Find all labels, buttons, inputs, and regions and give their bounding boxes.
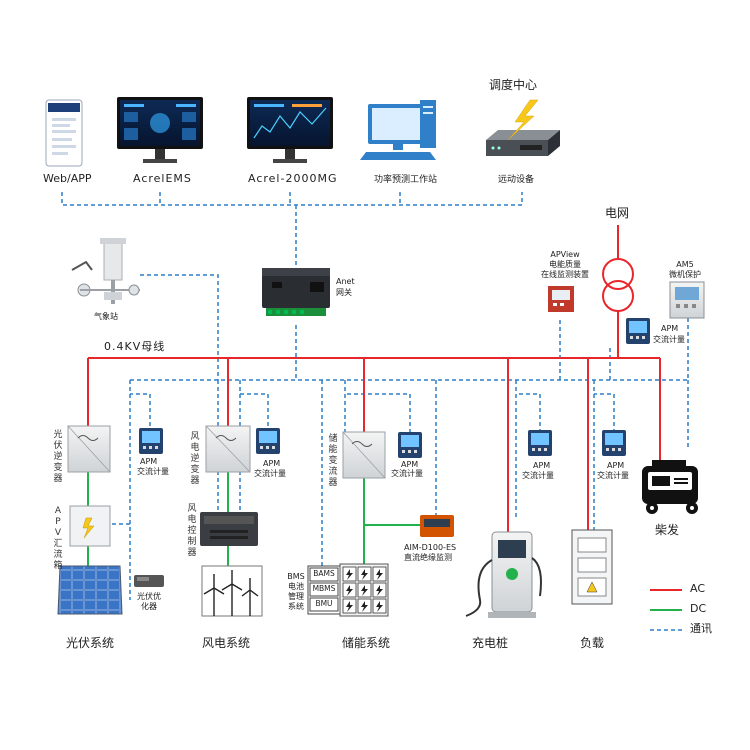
storage-pcs-label: 储能变流器 <box>328 434 338 488</box>
mbms-label: MBMS <box>312 584 336 593</box>
pv-panel-icon <box>57 565 123 615</box>
wind-inverter-icon <box>205 425 251 473</box>
gateway-device-icon <box>262 268 330 316</box>
aim-label-1: AIM-D100-ES <box>404 543 457 552</box>
apview-label-1: APView <box>550 250 580 259</box>
apm-wind-label: APM <box>263 459 281 468</box>
load-label: 负载 <box>580 636 605 650</box>
ac-meter-load-label: 交流计量 <box>597 471 629 480</box>
charging-pile-icon <box>465 531 542 618</box>
telecontrol-label: 远动设备 <box>498 175 535 185</box>
dc-lines <box>87 472 420 566</box>
apm-pv-label: APM <box>140 457 158 466</box>
ac-meter-storage-label: 交流计量 <box>391 469 423 478</box>
forecast-workstation-label: 功率预测工作站 <box>374 175 438 185</box>
workstation-computer-icon <box>360 100 436 160</box>
dispatch-center-label: 调度中心 <box>489 78 538 92</box>
apm-meter-charger-icon <box>528 430 552 456</box>
acrelems-label: AcrelEMS <box>133 172 192 185</box>
aim-label-2: 直流绝缘监测 <box>404 553 452 562</box>
pv-optimizer-label: 光伏优化器 <box>137 592 161 611</box>
wind-inverter-label: 风电逆变器 <box>190 432 200 486</box>
apm-load-label: APM <box>607 461 625 470</box>
telecontrol-device-icon <box>486 130 560 156</box>
lightning-icon <box>507 99 539 141</box>
diesel-label: 柴发 <box>655 523 680 537</box>
acrel2000mg-label: Acrel-2000MG <box>248 172 338 185</box>
legend-ac-label: AC <box>690 582 706 595</box>
pv-inverter-label: 光伏逆变器 <box>53 430 63 484</box>
gateway-label-2: 网关 <box>336 288 352 297</box>
grid-label: 电网 <box>605 206 630 220</box>
pv-inverter-icon <box>67 425 111 473</box>
ac-meter-charger-label: 交流计量 <box>522 471 554 480</box>
bms-title-label: BMS电池管理系统 <box>287 572 305 611</box>
wind-controller-icon <box>200 512 258 546</box>
webapp-icon <box>45 99 83 167</box>
apm-meter-pv-icon <box>139 428 163 454</box>
wind-system-label: 风电系统 <box>202 636 251 650</box>
legend-swatches <box>650 589 682 631</box>
apm-meter-wind-icon <box>256 428 280 454</box>
apview-label-3: 在线监测装置 <box>541 270 589 279</box>
wind-turbines-icon <box>201 565 263 617</box>
storage-pcs-icon <box>342 431 386 479</box>
acrel2000mg-monitor-icon <box>247 97 333 163</box>
battery-rack-icon <box>339 563 389 617</box>
am5-label-1: AM5 <box>676 260 694 269</box>
wind-controller-label: 风电控制器 <box>187 504 197 558</box>
apm-charger-label: APM <box>533 461 551 470</box>
gateway-label-1: Anet <box>336 277 355 286</box>
ac-meter-wind-label: 交流计量 <box>254 469 286 478</box>
am5-label-2: 微机保护 <box>669 270 701 279</box>
busbar-label: 0.4KV母线 <box>104 340 166 353</box>
legend-comm-label: 通讯 <box>690 622 712 635</box>
ac-meter-pv-label: 交流计量 <box>137 467 169 476</box>
am5-protection-device-icon <box>669 281 705 319</box>
pv-system-label: 光伏系统 <box>66 636 115 650</box>
bams-label: BAMS <box>313 569 335 578</box>
apm-storage-label: APM <box>401 460 419 469</box>
diesel-generator-icon <box>642 460 698 514</box>
load-cabinet-icon <box>571 529 613 605</box>
charger-label: 充电桩 <box>472 636 509 650</box>
bmu-label: BMU <box>315 599 333 608</box>
legend-dc-label: DC <box>690 602 707 615</box>
weather-station-label: 气象站 <box>94 312 118 321</box>
apm-top-label-2: 交流计量 <box>653 335 685 344</box>
apm-meter-top-icon <box>626 318 650 344</box>
apm-meter-load-icon <box>602 430 626 456</box>
apv-combiner-box-icon <box>69 505 111 547</box>
storage-system-label: 储能系统 <box>342 636 391 650</box>
weather-station-icon <box>71 238 140 304</box>
webapp-label: Web/APP <box>43 172 92 185</box>
apm-top-label-1: APM <box>661 324 679 333</box>
apview-device-icon <box>548 286 574 312</box>
apm-meter-storage-icon <box>398 432 422 458</box>
aim-monitor-icon <box>420 515 454 537</box>
acrelems-monitor-icon <box>117 97 203 163</box>
transformer-icon <box>602 258 634 312</box>
apview-label-2: 电能质量 <box>549 260 581 269</box>
pv-optimizer-icon <box>134 575 164 587</box>
